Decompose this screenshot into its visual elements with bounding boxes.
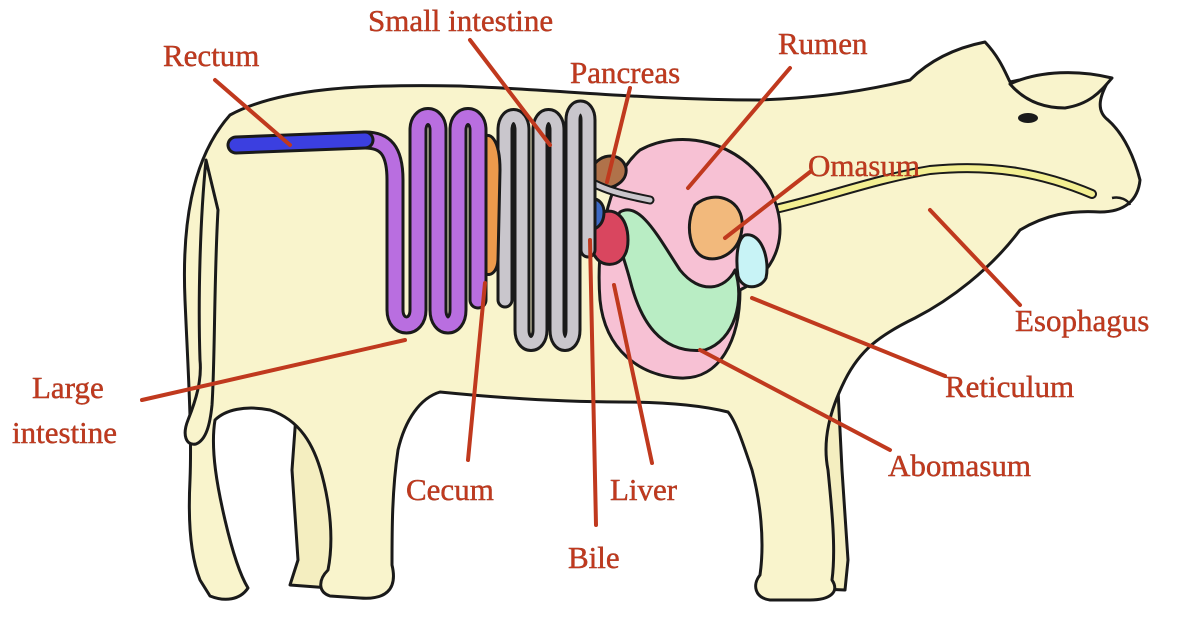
label-pancreas: Pancreas (570, 55, 680, 90)
eye (1018, 113, 1038, 123)
label-omasum: Omasum (808, 148, 920, 183)
label-cecum: Cecum (406, 472, 494, 507)
label-reticulum: Reticulum (945, 369, 1074, 404)
label-esophagus: Esophagus (1015, 303, 1149, 338)
label-rectum: Rectum (163, 38, 259, 73)
omasum (689, 197, 742, 259)
label-rumen: Rumen (778, 26, 868, 61)
label-large-intestine-line1: Large (32, 370, 104, 405)
rectum (236, 140, 365, 145)
label-large-intestine-line2: intestine (12, 415, 117, 450)
label-bile: Bile (568, 540, 620, 575)
label-liver: Liver (610, 472, 678, 507)
label-small-intestine: Small intestine (368, 3, 553, 38)
label-abomasum: Abomasum (888, 448, 1031, 483)
